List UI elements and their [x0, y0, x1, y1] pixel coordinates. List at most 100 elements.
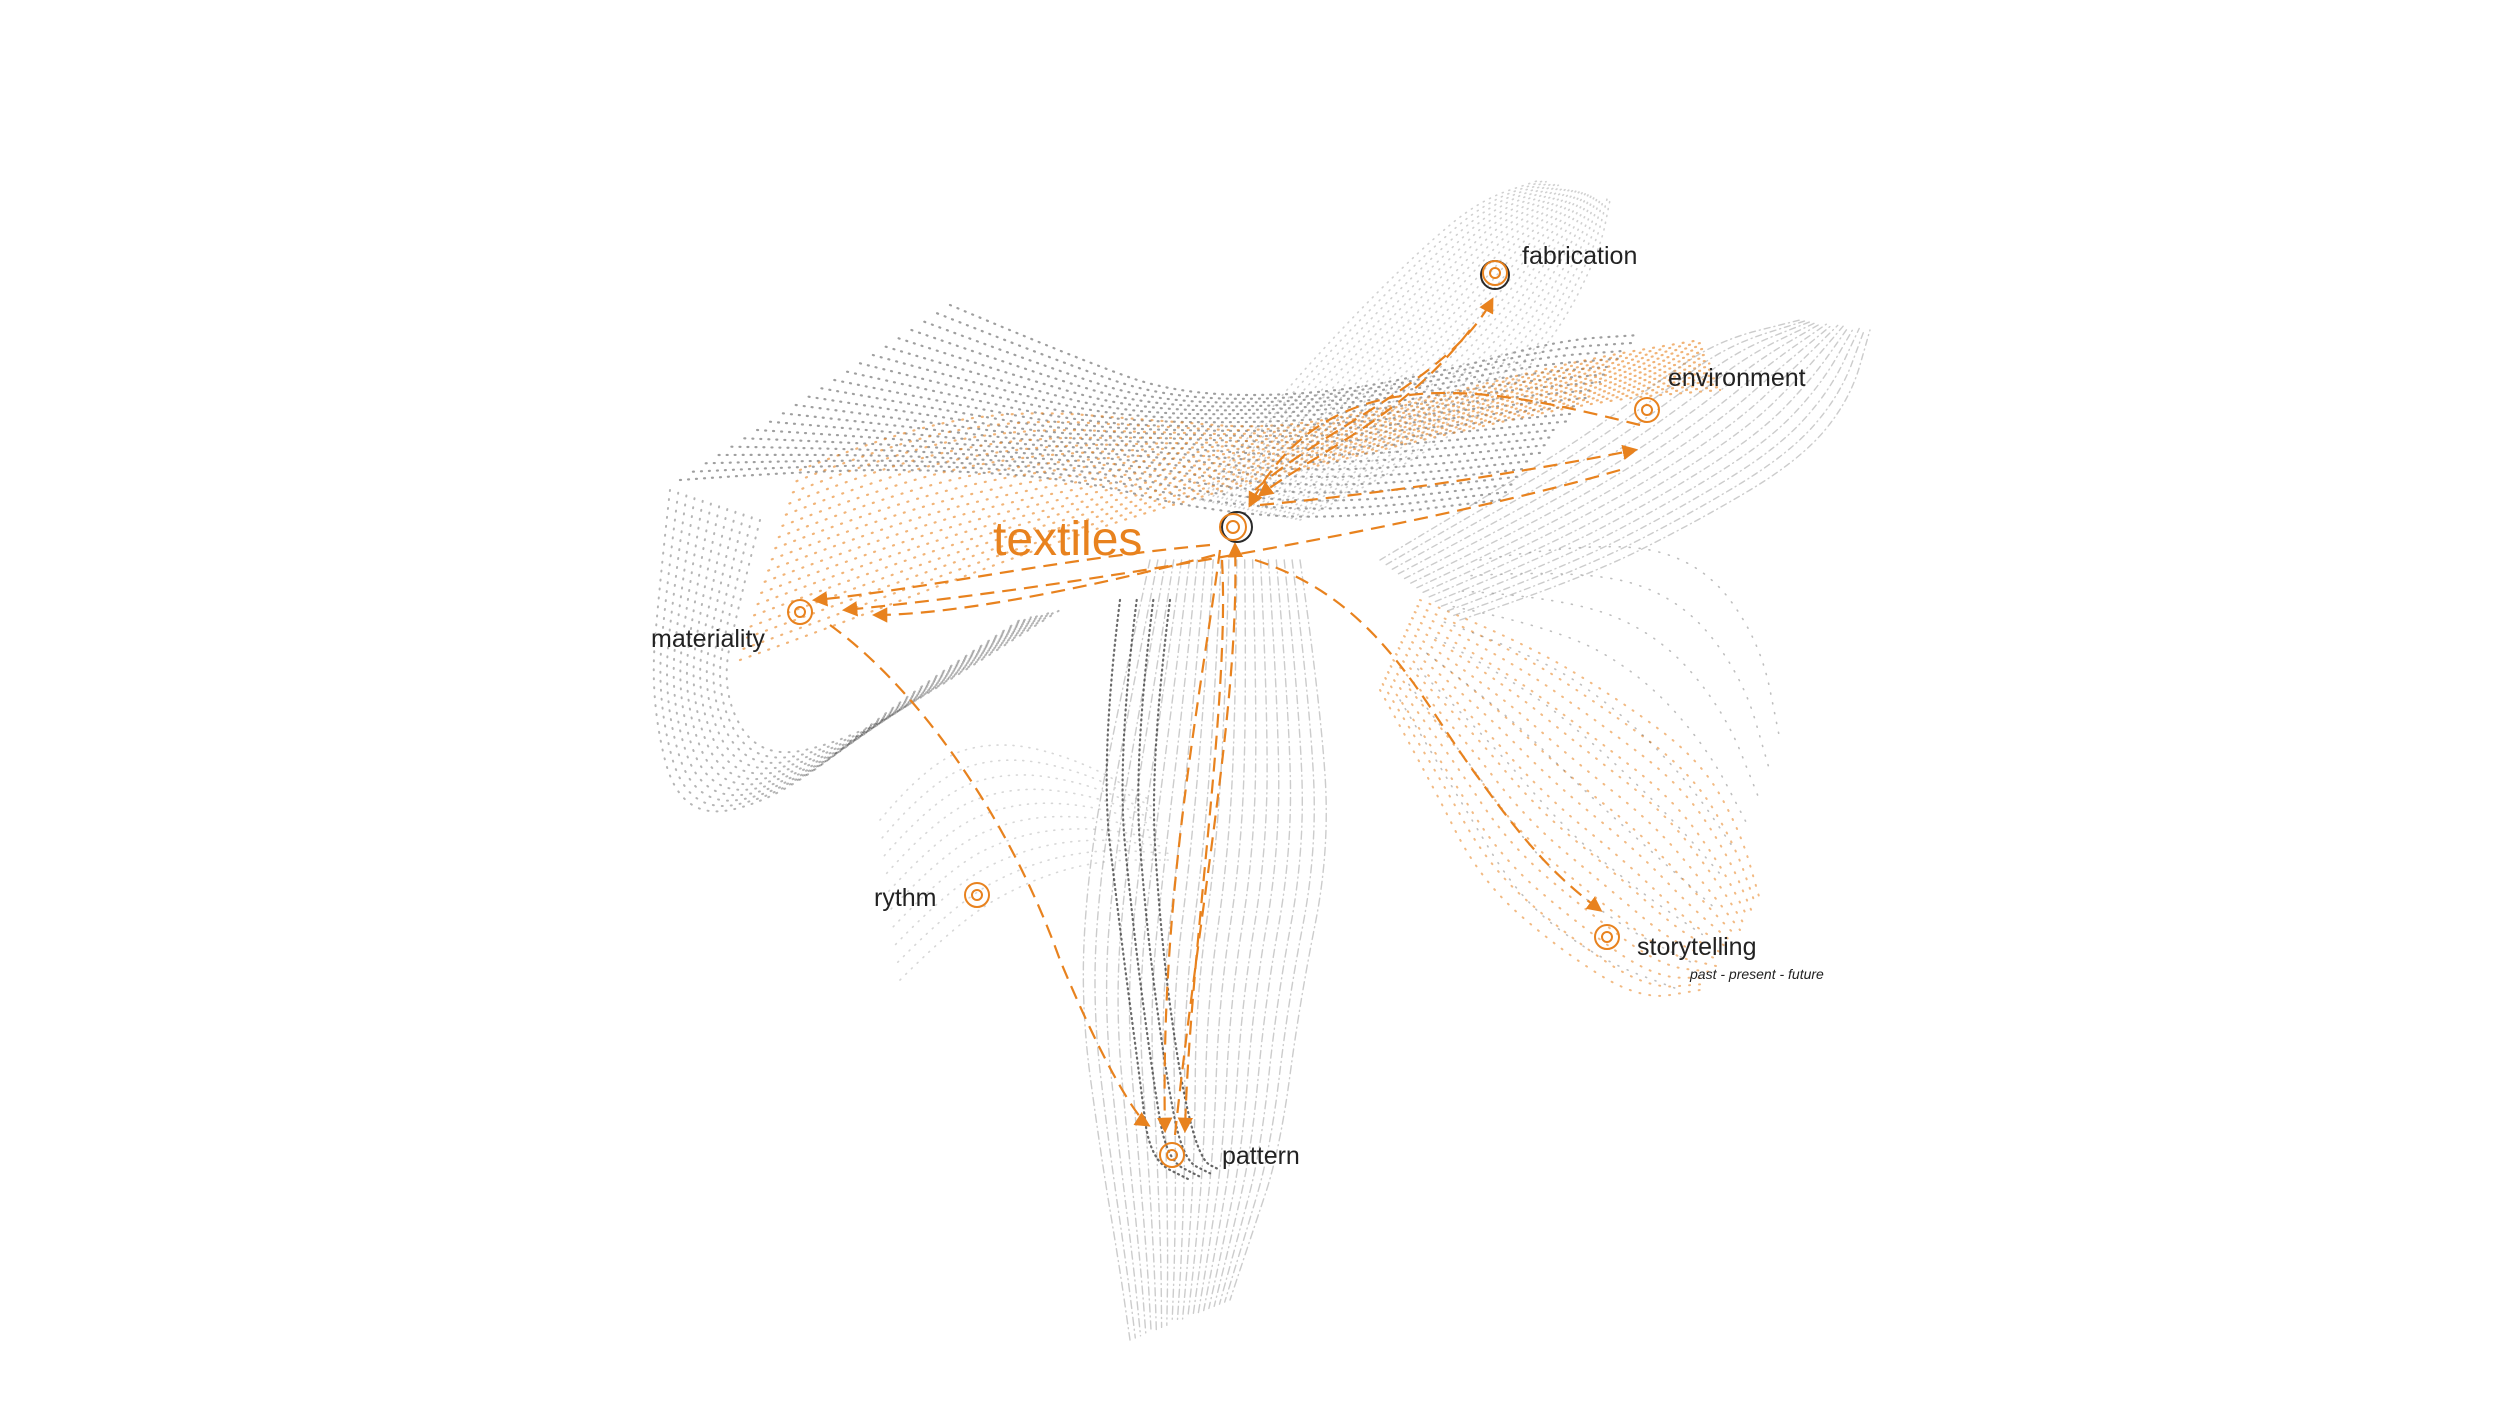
contour-line [1453, 328, 1866, 617]
contour-line [1238, 187, 1569, 509]
contour-line [1192, 559, 1247, 1316]
node-label-pattern: pattern [1222, 1142, 1300, 1170]
contour-line [1212, 181, 1550, 504]
contour-line [1203, 180, 1544, 502]
arrow-environment-to-materiality [841, 468, 1621, 617]
contour-line [1105, 559, 1167, 1337]
contour-line [666, 494, 1029, 802]
contour-line [1397, 647, 1729, 949]
contour-line [1440, 327, 1855, 607]
contour-line [1255, 190, 1581, 513]
contour-line [1176, 559, 1222, 1322]
contour-line [1403, 322, 1823, 580]
contour-line [897, 849, 1169, 963]
node-label-storytelling: storytelling [1637, 933, 1757, 961]
contour-line [1387, 671, 1713, 973]
contour-line [1197, 559, 1257, 1314]
contour-line [1082, 559, 1151, 1341]
node-marker-environment [1634, 397, 1660, 423]
contour-line [699, 508, 1047, 775]
contour-line [1152, 598, 1222, 1172]
contour-line [730, 445, 1528, 486]
contour-line [833, 378, 1582, 432]
contour-line [1408, 623, 1745, 925]
contour-line [883, 774, 1156, 857]
contour-line [890, 815, 1162, 910]
contour-line [1470, 572, 1770, 769]
contour-line [1162, 559, 1206, 1326]
contour-line [1105, 598, 1192, 1182]
central-label-textiles: textiles [993, 513, 1142, 566]
contour-line [1479, 545, 1781, 741]
arrow-pattern-to-textiles [1173, 541, 1244, 1136]
contour-line [1277, 194, 1596, 517]
contour-line [892, 828, 1165, 928]
contour-line [1419, 599, 1761, 901]
arrow-textiles-to-materiality-lower [871, 553, 1216, 623]
contour-line [784, 350, 1706, 516]
contour-line [1207, 180, 1547, 503]
contour-line [1117, 559, 1175, 1335]
node-marker-fabrication [1480, 260, 1510, 290]
contour-line [1151, 559, 1199, 1329]
dotted-contour-field [652, 179, 1871, 1341]
contour-line [1181, 559, 1230, 1320]
node-marker-storytelling [1594, 924, 1620, 950]
contour-line [798, 338, 1702, 472]
contour-line [1452, 605, 1748, 825]
contour-line [1260, 191, 1584, 513]
contour-line [1140, 559, 1191, 1331]
contour-line [1408, 683, 1692, 963]
arrow-textiles-to-pattern-inner [1177, 559, 1225, 1134]
contour-line [888, 802, 1160, 892]
node-marker-materiality [787, 599, 813, 625]
contour-line [936, 312, 1635, 400]
contour-line [1403, 635, 1737, 937]
contour-line [1447, 327, 1860, 612]
contour-line [652, 489, 1021, 813]
node-marker-textiles [1219, 511, 1253, 543]
contour-line [742, 386, 1720, 650]
contour-line [774, 359, 1710, 550]
node-label-materiality: materiality [651, 625, 765, 653]
node-label-environment: environment [1668, 364, 1806, 392]
contour-line [910, 328, 1622, 408]
contour-line [717, 453, 1522, 494]
contour-line [1410, 323, 1828, 584]
contour-line [1247, 188, 1575, 511]
contour-line [1434, 326, 1850, 603]
contour-line [1459, 329, 1871, 621]
contour-line [879, 744, 1151, 821]
contour-line [885, 788, 1158, 875]
contour-line [1128, 559, 1183, 1333]
contour-line [679, 499, 1036, 791]
contour-line [788, 347, 1705, 505]
contour-line [704, 459, 1515, 502]
contour-line [1428, 325, 1844, 598]
contour-line [768, 420, 1548, 464]
contour-line [1213, 559, 1292, 1307]
contour-line [1400, 641, 1733, 943]
contour-line [1391, 320, 1812, 570]
contour-line [691, 464, 1508, 510]
contour-line [1417, 668, 1703, 936]
contour-line [1294, 198, 1608, 520]
node-label-fabrication: fabrication [1522, 242, 1637, 270]
contour-line [881, 759, 1153, 839]
contour-line [1199, 179, 1541, 501]
contour-line [678, 468, 1502, 518]
contour-line [659, 491, 1025, 807]
arrow-environment-to-textiles [1248, 391, 1641, 508]
contour-line [1187, 559, 1238, 1318]
arrow-textiles-to-environment [1259, 444, 1639, 507]
contour-line [1273, 194, 1593, 516]
contour-line [746, 383, 1719, 639]
contour-line [705, 510, 1051, 770]
contour-line [1218, 559, 1303, 1305]
contour-line [1137, 598, 1212, 1175]
contour-line [1443, 621, 1737, 852]
contour-line [899, 859, 1171, 981]
contour-line [1395, 653, 1725, 955]
contour-line [1286, 196, 1602, 519]
